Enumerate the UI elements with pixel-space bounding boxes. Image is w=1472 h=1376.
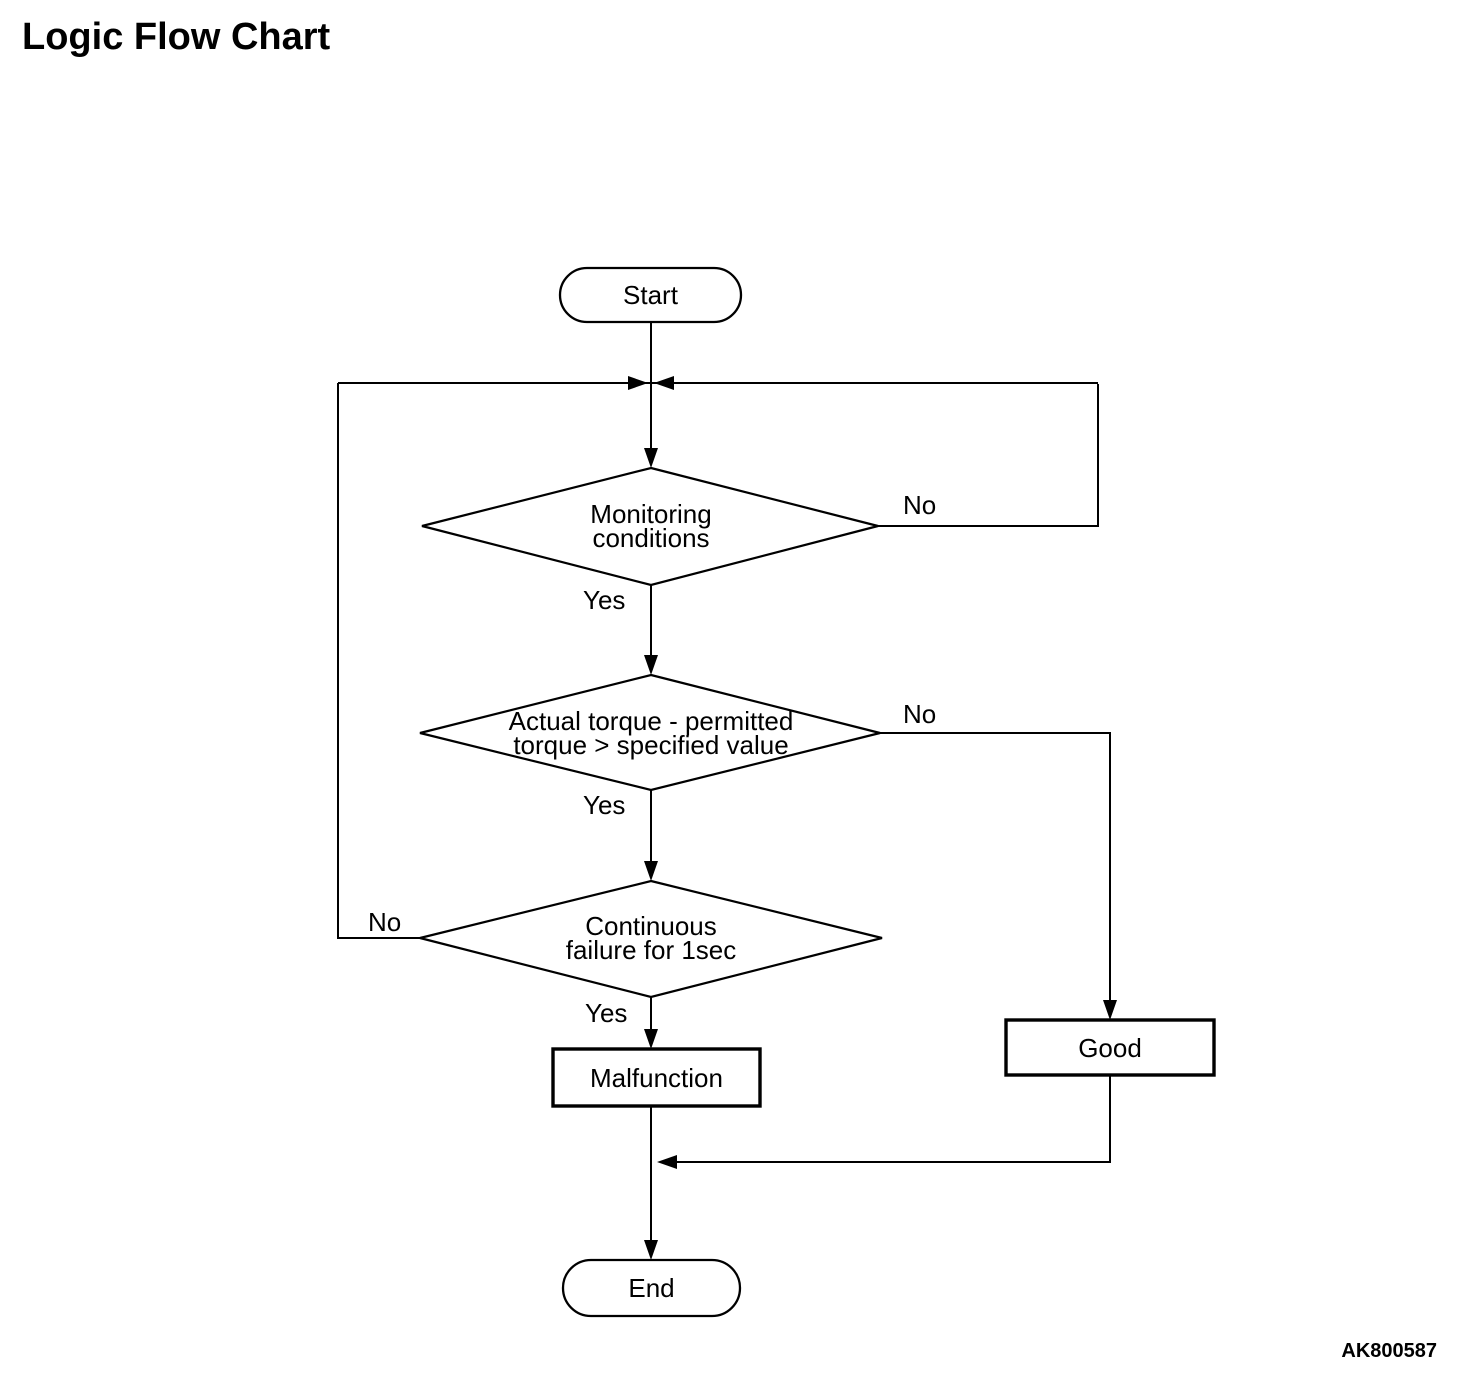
good-node-label: Good [1078,1032,1142,1063]
decision2-yes-label: Yes [583,790,626,820]
decision2-shape [419,673,881,792]
arrowhead-junction-from-left-icon [628,376,648,390]
end-node-shape [561,1258,742,1318]
arrowhead-merge-from-good-icon [657,1155,677,1169]
figure-code: AK800587 [1341,1340,1437,1362]
decision1-shape [421,466,879,587]
good-node-shape [1004,1018,1216,1077]
connector-no1-right-loop [878,384,1099,527]
decision1-no-label: No [903,490,937,520]
start-node-shape [558,266,743,324]
connector-no3-left-loop [337,383,420,939]
arrowhead-into-malfunction-icon [644,1029,658,1049]
arrowhead-into-end-icon [644,1240,658,1260]
arrowhead-junction-from-right-icon [654,376,674,390]
start-node-label: Start [623,280,678,310]
arrowhead-into-decision3-icon [644,861,658,881]
malfunction-node-shape [551,1047,762,1108]
arrowhead-into-decision1-icon [644,448,658,468]
decision2-no-label: No [903,699,937,729]
malfunction-node-label: Malfunction [590,1062,723,1093]
decision3-shape [419,879,883,999]
page-title: Logic Flow Chart [22,16,331,58]
decision1-label: Monitoring conditions [590,499,712,553]
connector-good-to-merge [676,1075,1111,1163]
decision3-label: Continuous failure for 1sec [565,911,737,965]
connector-no2-to-good [880,732,1111,1001]
decision2-label: Actual torque - permitted torque > speci… [508,706,794,760]
arrowhead-into-decision2-icon [644,655,658,675]
decision1-yes-label: Yes [583,585,626,615]
decision3-no-label: No [368,907,402,937]
end-node-label: End [628,1273,675,1303]
decision3-yes-label: Yes [585,998,628,1028]
arrowhead-into-good-icon [1103,1000,1117,1020]
